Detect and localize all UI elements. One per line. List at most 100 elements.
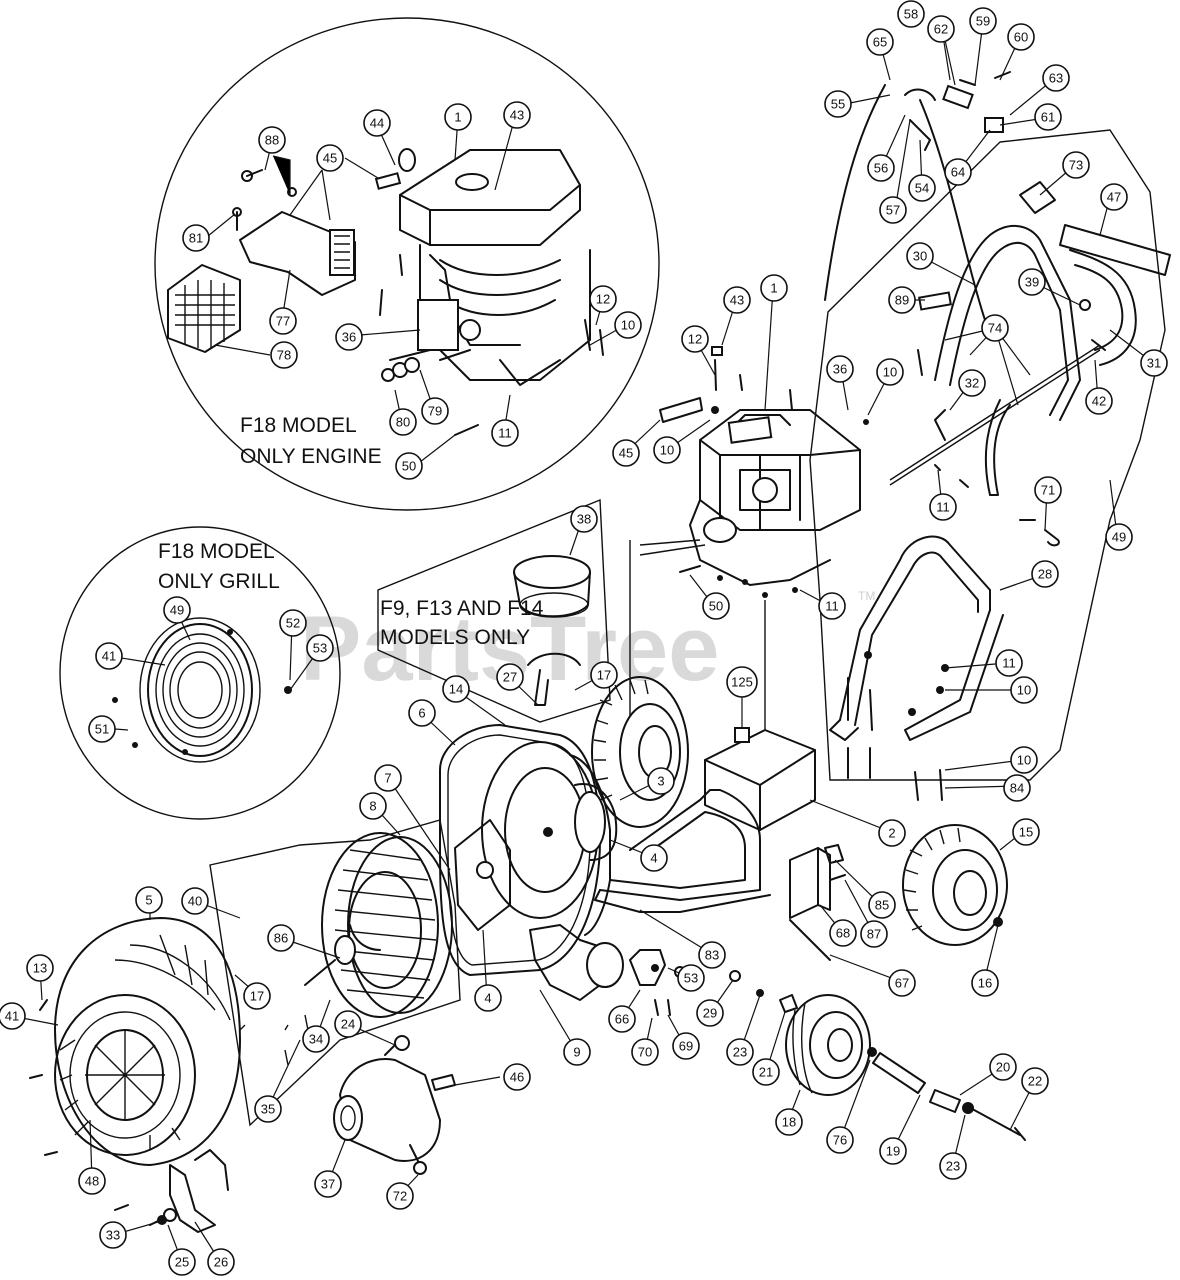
callout-circle <box>1018 268 1046 296</box>
callout-label: 38 <box>577 512 591 527</box>
callout-label: 64 <box>951 165 965 180</box>
callout-12: 12 <box>589 285 617 313</box>
callout-label: 2 <box>888 826 895 841</box>
callout-86: 86 <box>267 924 295 952</box>
callout-label: 11 <box>936 500 950 515</box>
callout-label: 10 <box>660 443 674 458</box>
callout-circle <box>927 15 955 43</box>
callout-label: 58 <box>904 7 918 22</box>
callout-label: 25 <box>175 1255 189 1270</box>
callout-18: 18 <box>775 1108 803 1136</box>
callout-label: 43 <box>510 108 524 123</box>
callout-circle <box>269 307 297 335</box>
callout-circle <box>314 1170 342 1198</box>
inset-grille <box>167 264 241 353</box>
callout-label: 62 <box>934 22 948 37</box>
callout-35: 35 <box>254 1095 282 1123</box>
callout-circle <box>1010 746 1038 774</box>
callout-87: 87 <box>860 920 888 948</box>
models-note: F9, F13 AND F14 MODELS ONLY <box>377 498 611 723</box>
callout-circle <box>640 844 668 872</box>
engine-inset-circle <box>154 17 660 511</box>
callout-1: 1 <box>444 103 472 131</box>
callout-60: 60 <box>1007 23 1035 51</box>
engine-inset: F18 MODEL ONLY ENGINE <box>154 17 660 511</box>
callout-circle <box>302 1025 330 1053</box>
main-engine <box>639 346 861 598</box>
callout-39: 39 <box>1018 268 1046 296</box>
callout-circle <box>444 103 472 131</box>
callout-circle <box>386 1182 414 1210</box>
callout-label: 11 <box>498 426 512 441</box>
callout-label: 26 <box>214 1255 228 1270</box>
callout-circle <box>939 1152 967 1180</box>
callout-label: 42 <box>1092 394 1106 409</box>
callout-5: 5 <box>135 886 163 914</box>
callout-label: 48 <box>85 1174 99 1189</box>
callout-circle <box>876 358 904 386</box>
callout-circle <box>590 661 618 689</box>
callout-circle <box>775 1108 803 1136</box>
inset-hardware <box>232 148 604 436</box>
callout-circle <box>0 1002 26 1030</box>
callout-label: 29 <box>703 1006 717 1021</box>
callout-circle <box>971 969 999 997</box>
callout-label: 12 <box>596 292 610 307</box>
callout-47: 47 <box>1100 183 1128 211</box>
callout-53: 53 <box>306 634 334 662</box>
callout-69: 69 <box>672 1032 700 1060</box>
callout-circle <box>1012 818 1040 846</box>
callout-label: 79 <box>428 404 442 419</box>
callout-circle <box>1031 560 1059 588</box>
callout-label: 59 <box>976 14 990 29</box>
callout-label: 65 <box>873 35 887 50</box>
callout-label: 57 <box>886 203 900 218</box>
callout-label: 70 <box>638 1045 652 1060</box>
callout-125: 125 <box>726 666 758 698</box>
callout-circle <box>243 982 271 1010</box>
engine-inset-caption-2: ONLY ENGINE <box>240 445 382 468</box>
callout-3: 3 <box>647 767 675 795</box>
callout-label: 33 <box>106 1228 120 1243</box>
callout-10: 10 <box>876 358 904 386</box>
callout-label: 35 <box>261 1102 275 1117</box>
callout-11: 11 <box>818 592 846 620</box>
callout-circle <box>168 1248 196 1276</box>
callout-label: 66 <box>615 1012 629 1027</box>
callout-11: 11 <box>491 419 519 447</box>
callout-label: 53 <box>313 641 327 656</box>
grill-inset-caption-2: ONLY GRILL <box>158 570 280 593</box>
callout-77: 77 <box>269 307 297 335</box>
callout-circle <box>752 1058 780 1086</box>
front-cover <box>29 917 241 1233</box>
callout-label: 77 <box>276 314 290 329</box>
callout-85: 85 <box>868 891 896 919</box>
callout-circle <box>760 274 788 302</box>
callout-62: 62 <box>927 15 955 43</box>
callout-circle <box>1021 1067 1049 1095</box>
callout-label: 30 <box>913 249 927 264</box>
callout-circle <box>181 887 209 915</box>
callout-label: 67 <box>895 976 909 991</box>
callout-20: 20 <box>989 1053 1017 1081</box>
inset-grill <box>112 617 292 763</box>
callout-26: 26 <box>207 1248 235 1276</box>
callout-10: 10 <box>614 311 642 339</box>
callout-circle <box>474 984 502 1012</box>
callout-38: 38 <box>570 505 598 533</box>
callout-label: 72 <box>393 1189 407 1204</box>
callout-circle <box>563 1038 591 1066</box>
callout-76: 76 <box>826 1126 854 1154</box>
callout-circle <box>726 666 758 698</box>
callout-label: 17 <box>250 989 264 1004</box>
callout-label: 52 <box>286 616 300 631</box>
callout-55: 55 <box>824 90 852 118</box>
callout-66: 66 <box>608 1005 636 1033</box>
callout-50: 50 <box>395 452 423 480</box>
callout-6: 6 <box>408 699 436 727</box>
callout-label: 36 <box>833 362 847 377</box>
callout-circle <box>866 28 894 56</box>
callout-circle <box>681 325 709 353</box>
callout-label: 11 <box>825 599 839 614</box>
callout-70: 70 <box>631 1038 659 1066</box>
